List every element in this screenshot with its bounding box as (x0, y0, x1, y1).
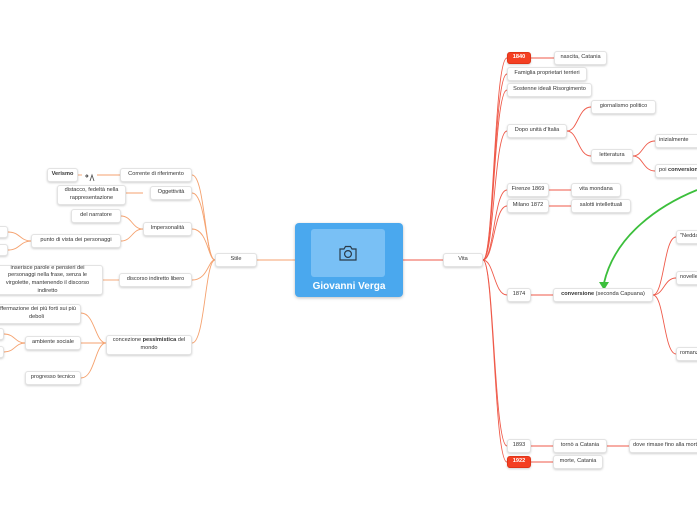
topic-nedda[interactable]: "Nedda" (676, 230, 697, 244)
topic-romanzi[interactable]: romanzi (676, 347, 697, 361)
topic-letteratura[interactable]: letteratura (591, 149, 633, 163)
topic-nascita-catania[interactable]: nascita, Catania (554, 51, 607, 65)
topic-inizialmente[interactable]: inizialmente (655, 134, 697, 148)
image-placeholder (311, 229, 385, 277)
central-title: Giovanni Verga (312, 281, 386, 292)
concezione-pre: concezione (112, 337, 143, 344)
topic-ideali-risorgimento[interactable]: Sostenne ideali Risorgimento (507, 83, 592, 97)
topic-poi-conversione[interactable]: poi conversione (655, 164, 697, 178)
topic-verismo[interactable]: Verismo (47, 168, 78, 182)
topic-giornalismo-politico[interactable]: giornalismo politico (591, 100, 656, 114)
topic-affermazione-piu-forti[interactable]: affermazione dei più forti sui più debol… (0, 304, 81, 324)
topic-salotti-intellettuali[interactable]: salotti intellettuali (571, 199, 631, 213)
topic-firenze-1869[interactable]: Firenze 1869 (507, 183, 549, 197)
topic-1893[interactable]: 1893 (507, 439, 531, 453)
topic-progresso-tecnico[interactable]: progresso tecnico (25, 371, 81, 385)
topic-1922[interactable]: 1922 (507, 456, 531, 468)
topic-stub-2[interactable] (0, 244, 8, 256)
topic-morte-catania[interactable]: morte, Catania (553, 455, 603, 469)
topic-ambiente-sociale[interactable]: ambiente sociale (25, 336, 81, 350)
camera-icon (338, 244, 358, 262)
topic-corrente-di-riferimento[interactable]: Corrente di riferimento (120, 168, 192, 182)
topic-concezione-pessimistica[interactable]: concezione pessimistica del mondo (106, 335, 192, 355)
topic-stile[interactable]: Stile (215, 253, 257, 267)
topic-del-narratore[interactable]: del narratore (71, 209, 121, 223)
concezione-post: del mondo (140, 337, 186, 351)
topic-1840[interactable]: 1840 (507, 52, 531, 64)
topic-stub-4[interactable] (0, 346, 4, 358)
topic-distacco-fedelta[interactable]: distacco, fedeltà nella rappresentazione (57, 185, 126, 205)
link-icon (84, 170, 96, 182)
topic-torno-a-catania[interactable]: tornò a Catania (553, 439, 607, 453)
topic-punto-di-vista[interactable]: punto di vista dei personaggi (31, 234, 121, 248)
topic-impersonalita[interactable]: Impersonalità (143, 222, 192, 236)
topic-milano-1872[interactable]: Milano 1872 (507, 199, 549, 213)
topic-1874[interactable]: 1874 (507, 288, 531, 302)
topic-dove-rimase[interactable]: dove rimase fino alla morte (629, 439, 697, 453)
topic-famiglia[interactable]: Famiglia proprietari terrieri (507, 67, 587, 81)
topic-discorso-indiretto-libero[interactable]: discorso indiretto libero (119, 273, 192, 287)
topic-stub-1[interactable] (0, 226, 8, 238)
central-topic[interactable]: Giovanni Verga (295, 223, 403, 297)
topic-novelle[interactable]: novelle (676, 271, 697, 285)
poi-bold: conversione (668, 167, 697, 174)
topic-inserisce-parole[interactable]: inserisce parole e pensieri dei personag… (0, 265, 103, 295)
topic-vita[interactable]: Vita (443, 253, 483, 267)
concezione-bold: pessimistica (142, 337, 177, 344)
conversione-bold: conversione (561, 291, 595, 298)
topic-dopo-unita[interactable]: Dopo unità d'Italia (507, 124, 567, 138)
topic-conversione-capuana[interactable]: conversione (seconda Capuana) (553, 288, 653, 302)
topic-stub-3[interactable] (0, 328, 4, 340)
topic-vita-mondana[interactable]: vita mondana (571, 183, 621, 197)
poi-pre: poi (659, 167, 669, 174)
conversione-post: (seconda Capuana) (594, 291, 645, 298)
topic-oggettivita[interactable]: Oggettività (150, 186, 192, 200)
